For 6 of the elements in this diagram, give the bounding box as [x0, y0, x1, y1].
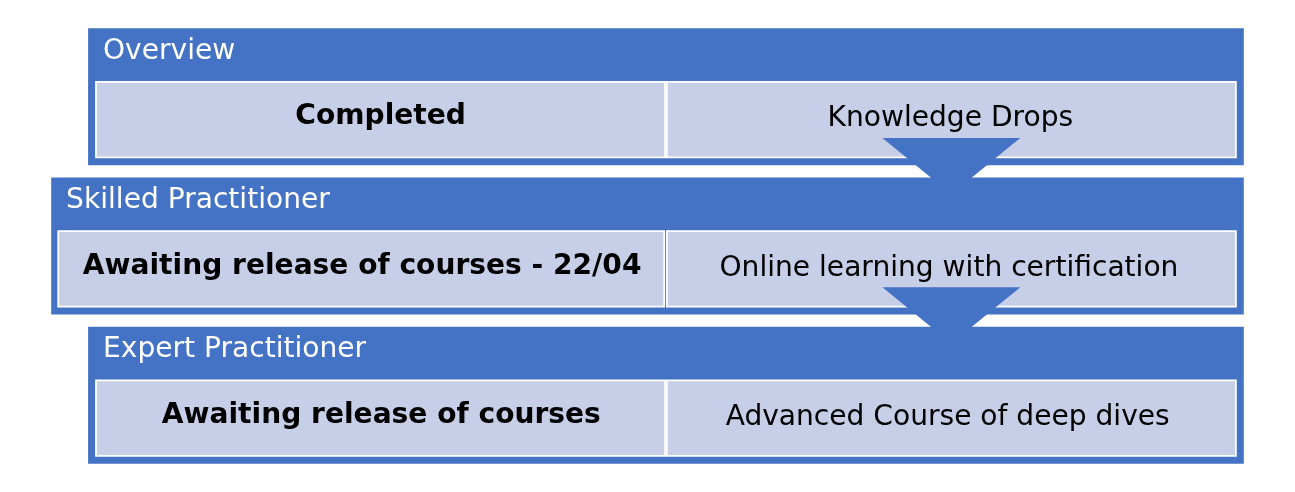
node-box: Awaiting release of courses — [95, 379, 666, 457]
node-box: Online learning with certification — [665, 230, 1237, 308]
node-box: Completed — [95, 80, 666, 159]
node-box: Advanced Course of deep dives — [665, 379, 1237, 457]
node-box: Knowledge Drops — [665, 80, 1237, 159]
node-box: Awaiting release of courses - 22/04 — [57, 230, 666, 308]
